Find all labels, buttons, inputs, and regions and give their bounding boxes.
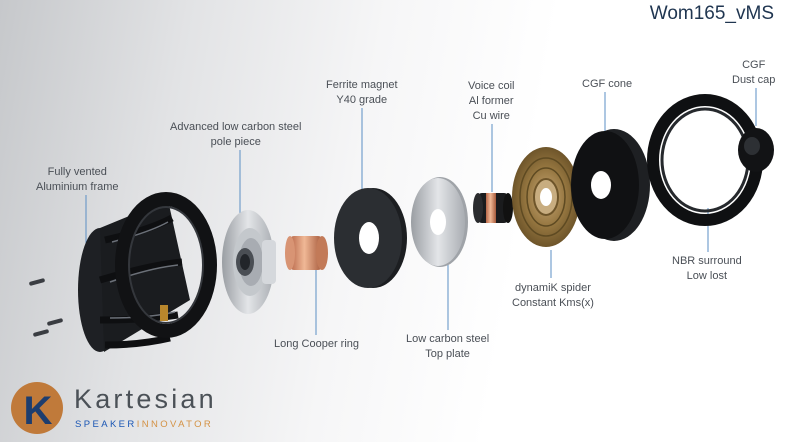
label-aluminium-frame: Fully vented Aluminium frame xyxy=(36,165,119,195)
brand-tagline: SPEAKERINNOVATOR xyxy=(75,419,213,430)
copper-ring xyxy=(285,236,328,270)
label-dynamik-spider: dynamiK spider Constant Kms(x) xyxy=(512,281,594,311)
kartesian-logo-icon: K xyxy=(11,382,63,434)
label-line: NBR surround xyxy=(672,255,742,267)
label-voice-coil: Voice coil Al former Cu wire xyxy=(468,79,514,124)
brand-name: Kartesian xyxy=(74,384,217,414)
label-line: Constant Kms(x) xyxy=(512,297,594,309)
label-line: Al former xyxy=(468,95,514,107)
dynamik-spider xyxy=(512,147,580,247)
label-ferrite-magnet: Ferrite magnet Y40 grade xyxy=(326,78,398,108)
label-pole-piece: Advanced low carbon steel pole piece xyxy=(170,120,301,150)
label-line: Fully vented xyxy=(47,166,107,178)
screws xyxy=(29,278,63,337)
label-line: Long Cooper ring xyxy=(274,338,360,350)
label-copper-ring: Long Cooper ring xyxy=(274,337,359,352)
cgf-cone xyxy=(571,129,650,241)
ferrite-magnet xyxy=(334,188,407,288)
label-cgf-dust-cap: CGF Dust cap xyxy=(732,58,775,88)
tagline-speaker: SPEAKER xyxy=(75,419,137,430)
aluminium-frame xyxy=(78,192,217,352)
pole-piece xyxy=(222,210,276,314)
top-plate xyxy=(411,177,468,267)
label-cgf-cone: CGF cone xyxy=(582,77,632,92)
label-line: Y40 grade xyxy=(336,94,388,106)
model-title: Wom165_vMS xyxy=(649,3,774,24)
label-line: Advanced low carbon steel xyxy=(170,121,302,133)
label-line: Aluminium frame xyxy=(36,181,119,193)
tagline-innovator: INNOVATOR xyxy=(136,419,214,430)
label-line: Voice coil xyxy=(468,80,515,92)
label-line: pole piece xyxy=(210,136,261,148)
label-line: CGF xyxy=(742,59,766,71)
label-line: CGF cone xyxy=(582,78,633,90)
label-top-plate: Low carbon steel Top plate xyxy=(406,332,489,362)
voice-coil xyxy=(473,193,513,223)
label-line: Cu wire xyxy=(472,110,510,122)
label-line: Low lost xyxy=(686,270,728,282)
label-line: Ferrite magnet xyxy=(326,79,398,91)
svg-text:K: K xyxy=(24,389,53,433)
label-line: Dust cap xyxy=(732,74,776,86)
label-nbr-surround: NBR surround Low lost xyxy=(672,254,742,284)
label-line: Low carbon steel xyxy=(406,333,490,345)
label-line: Top plate xyxy=(425,348,470,360)
cgf-dust-cap xyxy=(738,128,774,172)
label-line: dynamiK spider xyxy=(515,282,591,294)
